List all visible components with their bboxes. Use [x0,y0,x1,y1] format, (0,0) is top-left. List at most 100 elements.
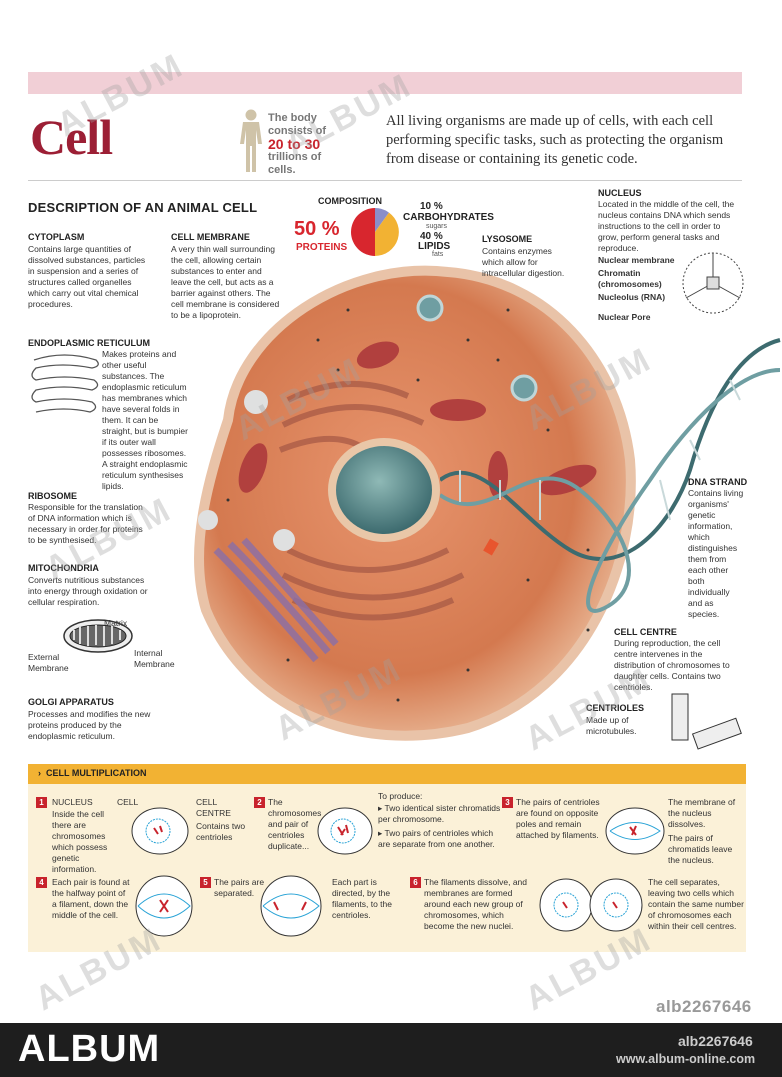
step-6-number: 6 [410,877,421,888]
step-1-centre-text: Contains two centrioles [196,821,246,842]
lysosome-label: LYSOSOME [482,234,533,244]
step-5-text: The pairs are separated. [214,877,265,898]
multiplication-title-text: CELL MULTIPLICATION [46,768,147,778]
er-label: ENDOPLASMIC RETICULUM [28,338,150,348]
top-band [28,72,742,94]
lipids-pct: 40 % [420,231,443,242]
rough-er [278,381,465,621]
step-3-cell-icon [605,807,665,855]
step-2-cell-icon [317,807,373,855]
watermark: ALBUM [50,45,191,145]
centre-label: CELL CENTRE [614,627,677,637]
body-note: The body consists of 20 to 30 trillions … [268,112,348,177]
step-5-cell-icon [260,875,322,937]
mito-text: Converts nutritious substances into ener… [28,575,148,607]
pie-slice-carbs [375,208,389,232]
step-2-bullet-2: ▸ Two pairs of centrioles which are sepa… [378,828,495,849]
proteins-label: PROTEINS [296,242,348,253]
footer-bar [0,1023,782,1077]
intro-text: All living organisms are made up of cell… [386,113,724,167]
multiplication-band [28,764,746,784]
centrioles-diagram [671,693,742,750]
step-6-text-2: The cell separates, leaving two cells wh… [648,877,744,931]
nucleus [336,446,432,534]
centriole-mark [483,538,499,556]
step-4-text: Each pair is found at the halfway point … [52,877,130,920]
nucleus-part-2: Chromatin (chromosomes) [598,268,662,289]
nucleus-label: NUCLEUS [598,188,642,198]
carbs-pct: 10 % [420,201,443,212]
membrane-text: A very thin wall surrounding the cell, a… [171,244,280,320]
carbs-sub: sugars [426,223,448,230]
footer-logo[interactable]: ALBUM [18,1028,161,1070]
proteins-pct: 50 % [294,218,340,240]
page-title: Cell [30,109,113,165]
step-5-text-2: Each part is directed, by the filaments,… [332,877,393,920]
multiplication-title: › CELL MULTIPLICATION [38,768,147,778]
composition-pie [351,208,399,256]
step-1-cell: CELL [117,797,139,807]
pie-slice-lipids [375,212,399,256]
er-text: Makes proteins and other useful substanc… [102,349,188,491]
ribosomes [226,308,590,702]
divider [28,180,742,181]
lipids-label: LIPIDS [418,241,451,252]
carbs-label: CARBOHYDRATES [403,212,494,223]
centre-text: During reproduction, the cell centre int… [614,638,730,692]
composition-label: COMPOSITION [318,196,383,206]
dna-text: Contains living organisms' genetic infor… [688,488,744,619]
human-silhouette-icon [240,109,262,172]
nucleus-diagram [682,252,744,314]
lipids-sub: fats [432,251,444,258]
golgi-label: GOLGI APPARATUS [28,697,114,707]
mitochondrion-diagram [63,619,133,653]
pie-slice-proteins [351,208,375,256]
step-6-cells-icon [539,878,643,932]
membrane-label: CELL MEMBRANE [171,232,250,242]
step-1-centre: CELL CENTRE [196,797,231,818]
mito-external: External Membrane [28,652,69,673]
step-2-produce: To produce: [378,791,423,801]
step-4-number: 4 [36,877,47,888]
footer-id: alb2267646 [678,1033,753,1049]
step-2-text: The chromosomes and pair of centrioles d… [268,797,322,851]
step-6-text: The filaments dissolve, and membranes ar… [424,877,527,931]
step-3-right-2: The pairs of chromatids leave the nucleu… [668,833,733,865]
body-note-line2: trillions of cells. [268,151,322,176]
nucleus-part-3: Nucleolus (RNA) [598,292,666,302]
nucleus-text: Located in the middle of the cell, the n… [598,199,735,253]
golgi-apparatus [213,537,339,663]
cytoplasm-label: CYTOPLASM [28,232,85,242]
step-1-cell-icon [131,807,189,855]
step-2-bullet-1-text: Two identical sister chromatids per chro… [378,803,501,824]
step-2-number: 2 [254,797,265,808]
cytoplasm-text: Contains large quantities of dissolved s… [28,244,146,309]
step-1-number: 1 [36,797,47,808]
step-4-cell-icon [135,875,193,937]
mito-matrix: Matrix [104,618,128,628]
step-1-text: Inside the cell there are chromosomes wh… [52,809,108,874]
step-3-right-1: The membrane of the nucleus dissolves. [668,797,736,829]
mito-label: MITOCHONDRIA [28,563,99,573]
centrioles-text: Made up of microtubules. [586,715,637,736]
nucleus-part-4: Nuclear Pore [598,312,651,322]
section-title: DESCRIPTION OF AN ANIMAL CELL [28,200,258,215]
step-2-bullet-1: ▸ Two identical sister chromatids per ch… [378,803,501,824]
footer-url[interactable]: www.album-online.com [616,1052,756,1066]
lysosomes [198,294,538,551]
lysosome-text: Contains enzymes which allow for intrace… [482,246,565,278]
dna-label: DNA STRAND [688,477,748,487]
step-2-bullet-2-text: Two pairs of centrioles which are separa… [378,828,495,849]
dna-strand-illustration [440,338,781,613]
step-5-number: 5 [200,877,211,888]
step-3-number: 3 [502,797,513,808]
er-diagram [31,354,99,413]
ribosome-text: Responsible for the translation of DNA i… [28,502,143,545]
image-id: alb2267646 [656,997,752,1016]
body-note-line1: The body consists of [268,112,327,137]
centrioles-label: CENTRIOLES [586,703,645,713]
step-1-nucleus: NUCLEUS [52,797,93,807]
nucleus-part-1: Nuclear membrane [598,255,675,265]
mito-internal: Internal Membrane [134,648,175,669]
ribosome-label: RIBOSOME [28,491,78,501]
